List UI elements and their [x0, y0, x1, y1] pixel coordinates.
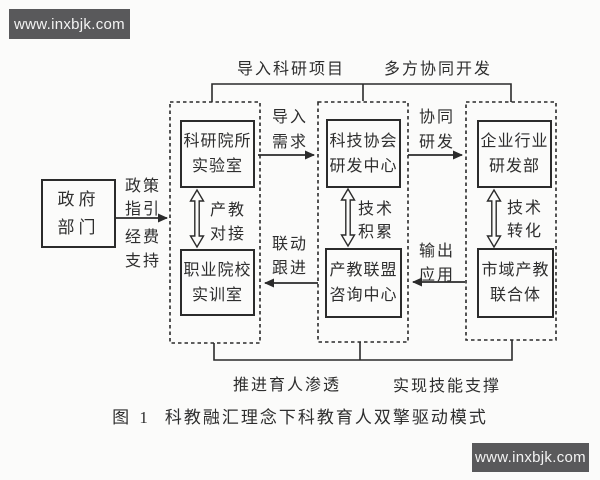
dashed-container-education-side	[169, 101, 261, 344]
node-city-industry-education-consortium: 市域产教 联合体	[477, 248, 554, 318]
node-label-line: 科技协会	[329, 132, 398, 150]
node-label-line: 研发中心	[329, 157, 398, 175]
edge-label-funding-support: 经费 支持	[123, 226, 163, 274]
edge-label-output-application: 输出 应用	[418, 240, 456, 288]
node-enterprise-industry-rd-dept: 企业行业 研发部	[477, 120, 552, 188]
node-label-line: 实验室	[191, 158, 243, 175]
bottom-bracket-line	[213, 340, 513, 361]
node-label-line: 科研院所	[183, 133, 252, 150]
double-arrow-technology-accumulation	[340, 187, 356, 248]
edge-label-line: 应用	[418, 267, 455, 284]
edge-label-line: 需求	[271, 134, 308, 151]
edge-label-import-demand: 导入 需求	[271, 105, 309, 155]
edge-label-technology-transformation: 技术 转化	[504, 197, 546, 243]
figure-title: 科教融汇理念下科教育人双擎驱动模式	[164, 408, 488, 427]
watermark-bottom-right: www.inxbjk.com	[472, 443, 589, 472]
double-arrow-technology-transformation	[486, 188, 502, 249]
node-research-institute-laboratory: 科研院所 实验室	[180, 120, 255, 188]
flow-label-promote-education-penetration: 推进育人渗透	[233, 377, 342, 394]
figure-number: 图 1	[112, 408, 151, 427]
flow-label-multi-party-development: 多方协同开发	[384, 61, 493, 78]
node-label-line: 实训室	[191, 286, 243, 304]
edge-label-line: 导入	[271, 109, 308, 126]
edge-label-linkage-follow-up: 联动 跟进	[271, 233, 309, 281]
node-label-line: 部门	[57, 217, 100, 237]
edge-label-line: 转化	[506, 223, 543, 240]
node-label-line: 企业行业	[480, 133, 549, 150]
edge-label-line: 积累	[357, 224, 394, 241]
node-label-line: 联合体	[489, 287, 541, 304]
node-label-line: 职业院校	[183, 261, 252, 279]
edge-label-line: 跟进	[271, 260, 308, 277]
edge-label-line: 产教	[209, 202, 246, 219]
flow-label-import-research-projects: 导入科研项目	[237, 61, 346, 78]
watermark-top-left: www.inxbjk.com	[9, 9, 130, 39]
top-bracket-line	[211, 83, 512, 102]
edge-label-line: 技术	[357, 201, 394, 218]
node-government-department: 政府 部门	[41, 179, 116, 248]
edge-label-policy-guidance: 政策 指引	[123, 175, 163, 221]
edge-label-line: 支持	[124, 253, 161, 270]
node-industry-education-alliance-consulting-center: 产教联盟 咨询中心	[325, 248, 402, 318]
node-label-line: 政府	[57, 189, 100, 209]
double-arrow-industry-education-docking	[189, 188, 205, 249]
figure-caption: 图 1 科教融汇理念下科教育人双擎驱动模式	[0, 403, 600, 428]
edge-label-line: 对接	[209, 226, 246, 243]
node-label-line: 咨询中心	[329, 287, 398, 304]
node-vocational-college-training-room: 职业院校 实训室	[180, 249, 255, 316]
edge-label-technology-accumulation: 技术 积累	[355, 198, 397, 244]
edge-label-line: 协同	[418, 109, 455, 126]
node-label-line: 市域产教	[481, 262, 550, 279]
edge-label-line: 输出	[418, 243, 455, 260]
edge-label-line: 指引	[124, 201, 161, 218]
edge-label-line: 联动	[271, 236, 308, 253]
edge-label-collaborative-rd: 协同 研发	[418, 105, 456, 155]
dashed-container-association-hub	[317, 101, 409, 343]
edge-label-line: 技术	[506, 200, 543, 217]
flow-label-realize-skill-support: 实现技能支撑	[393, 378, 502, 395]
edge-label-industry-education-docking: 产教 对接	[207, 199, 249, 247]
edge-label-line: 研发	[418, 134, 455, 151]
node-label-line: 产教联盟	[329, 262, 398, 279]
edge-label-line: 经费	[124, 229, 161, 246]
dashed-container-enterprise-side	[465, 101, 557, 341]
node-label-line: 研发部	[488, 158, 540, 175]
node-tech-association-rd-center: 科技协会 研发中心	[326, 119, 401, 188]
edge-label-line: 政策	[124, 178, 161, 195]
